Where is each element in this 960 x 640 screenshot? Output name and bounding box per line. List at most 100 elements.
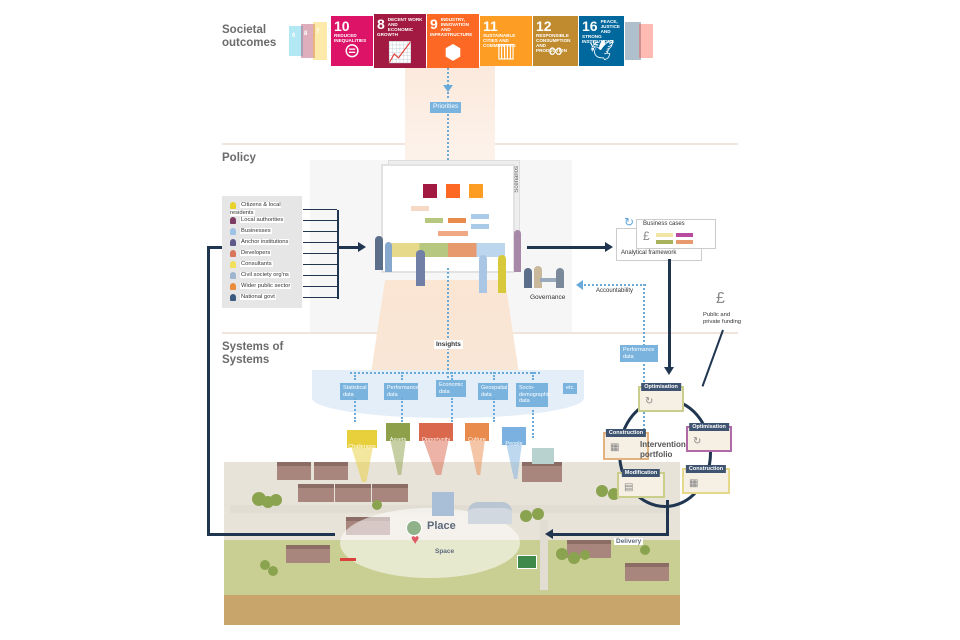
equals-circle-icon: ⊜ [343, 40, 361, 62]
bar-orange [676, 240, 693, 244]
place-label: Place [427, 520, 456, 532]
stakeholder-label: Consultants [240, 261, 273, 267]
portfolio-stage-optimisation[interactable]: Optimisation↻ [686, 423, 732, 452]
stakeholder-item: Businesses [230, 228, 272, 236]
stakeholder-label: National govt [240, 294, 276, 300]
stage-label: Optimisation [641, 383, 681, 391]
sdg-title: Industry, innovation and infrastructure [430, 17, 473, 37]
screen-to-framework-arrow [527, 246, 607, 249]
arrow-head-icon [605, 242, 613, 252]
connector-line [303, 253, 337, 254]
portfolio-stage-construction[interactable]: Construction▦ [682, 465, 730, 494]
theme-opportunity[interactable]: Opportunity [419, 423, 453, 443]
refresh-arrow-icon: ↻ [624, 215, 635, 229]
stage-label: Modification [621, 469, 661, 477]
connector-line [303, 286, 337, 287]
stakeholder-bracket [337, 210, 339, 299]
data-source-connector [401, 398, 403, 422]
sdg-tile-11[interactable]: 11Sustainable cities and communities▥ [480, 16, 532, 66]
theme-label: Assets [389, 437, 407, 443]
data-source-connector [401, 372, 403, 380]
governance-group-icon [524, 264, 566, 290]
house-building [372, 484, 408, 502]
section-title-systems: Systems of Systems [222, 341, 284, 366]
feedback-loop-top [207, 246, 222, 249]
theme-extra [532, 448, 554, 464]
person-icon [230, 217, 236, 224]
person-figure [479, 255, 487, 293]
bar-green [656, 240, 673, 244]
dove-icon: 🕊 [588, 40, 615, 62]
data-source-chip: Geospatial data [478, 383, 508, 400]
connector-line [303, 220, 337, 221]
performance-data-chip: Performance data [620, 345, 658, 362]
data-source-connector [451, 398, 453, 422]
insights-label: Insights [434, 340, 463, 349]
sdg-tile-faded [639, 24, 653, 58]
sdg-title: Sustainable cities and communities [483, 33, 516, 48]
sdg-tile-faded [625, 22, 641, 60]
map-sign-icon [517, 555, 537, 569]
scenarios-label: Scenarios [514, 166, 520, 193]
tree-icon [260, 560, 270, 570]
theme-label: Opportunity [421, 437, 451, 443]
mini-sdg-11 [469, 184, 483, 198]
person-figure [498, 255, 506, 293]
space-label: Space [435, 548, 455, 555]
tree-icon [520, 510, 532, 522]
person-icon [230, 272, 236, 279]
flow-box [448, 218, 466, 223]
tree-icon [268, 566, 278, 576]
portfolio-stage-construction[interactable]: Construction▦ [603, 429, 649, 460]
central-building [432, 492, 454, 516]
sdg-number: 9 [430, 16, 438, 32]
theme-label: Culture [468, 437, 486, 443]
sdg-tile-8[interactable]: 8Decent work and economic growth📈 [374, 14, 426, 68]
connector-line [303, 209, 337, 210]
feedback-loop-vertical [207, 246, 210, 536]
house-building [286, 545, 330, 563]
stakeholder-item: Wider public sector [230, 283, 292, 291]
analytical-framework-label: Analytical framework [621, 250, 677, 256]
data-source-connector [532, 410, 534, 438]
person-figure [385, 242, 392, 272]
theme-challenges[interactable]: Challenges [347, 430, 377, 450]
accountability-connector [584, 284, 646, 286]
arrow-head-icon [358, 242, 366, 252]
arrow-head-icon [664, 367, 674, 375]
person-icon [230, 294, 236, 301]
feedback-loop-bottom [207, 533, 335, 536]
data-source-connector [493, 372, 495, 380]
flow-box [471, 224, 489, 229]
intervention-portfolio-label: Intervention portfolio [640, 440, 686, 459]
connector-line [303, 275, 337, 276]
screen-scene-strip [391, 243, 505, 257]
growth-chart-icon: 📈 [387, 42, 413, 64]
sdg-tile-9[interactable]: 9Industry, innovation and infrastructure… [427, 14, 479, 68]
tree-icon [640, 545, 650, 555]
delivery-connector [666, 500, 669, 536]
theme-culture[interactable]: Culture [465, 423, 489, 443]
sdg-tile-10[interactable]: 10Reduced inequalities⊜ [331, 16, 373, 66]
flow-box [471, 214, 489, 219]
infinity-icon: ∞ [548, 40, 563, 62]
priorities-connector-bottom [447, 114, 449, 164]
globe-icon [406, 520, 422, 536]
sdg-number: 12 [536, 18, 552, 34]
accountability-label: Accountability [596, 288, 634, 294]
house-building [314, 462, 348, 480]
building-icon: ▤ [624, 482, 634, 493]
data-source-chip: Economic data [436, 380, 466, 397]
theme-label: Challenges [348, 444, 376, 450]
portfolio-stage-optimisation[interactable]: Optimisation↻ [638, 383, 684, 412]
portfolio-stage-modification[interactable]: Modification ▤ [617, 469, 665, 498]
sdg-tile-16[interactable]: 16Peace, justice and strong institutions… [579, 16, 624, 66]
theme-people[interactable]: People [502, 427, 526, 447]
person-icon [230, 239, 236, 246]
sdg-tile-12[interactable]: 12Responsible consumption and production… [533, 16, 578, 66]
pound-icon: £ [643, 229, 650, 243]
theme-assets[interactable]: Assets [386, 423, 410, 443]
data-source-chip: Performance data [384, 383, 419, 400]
data-source-connector [493, 398, 495, 422]
